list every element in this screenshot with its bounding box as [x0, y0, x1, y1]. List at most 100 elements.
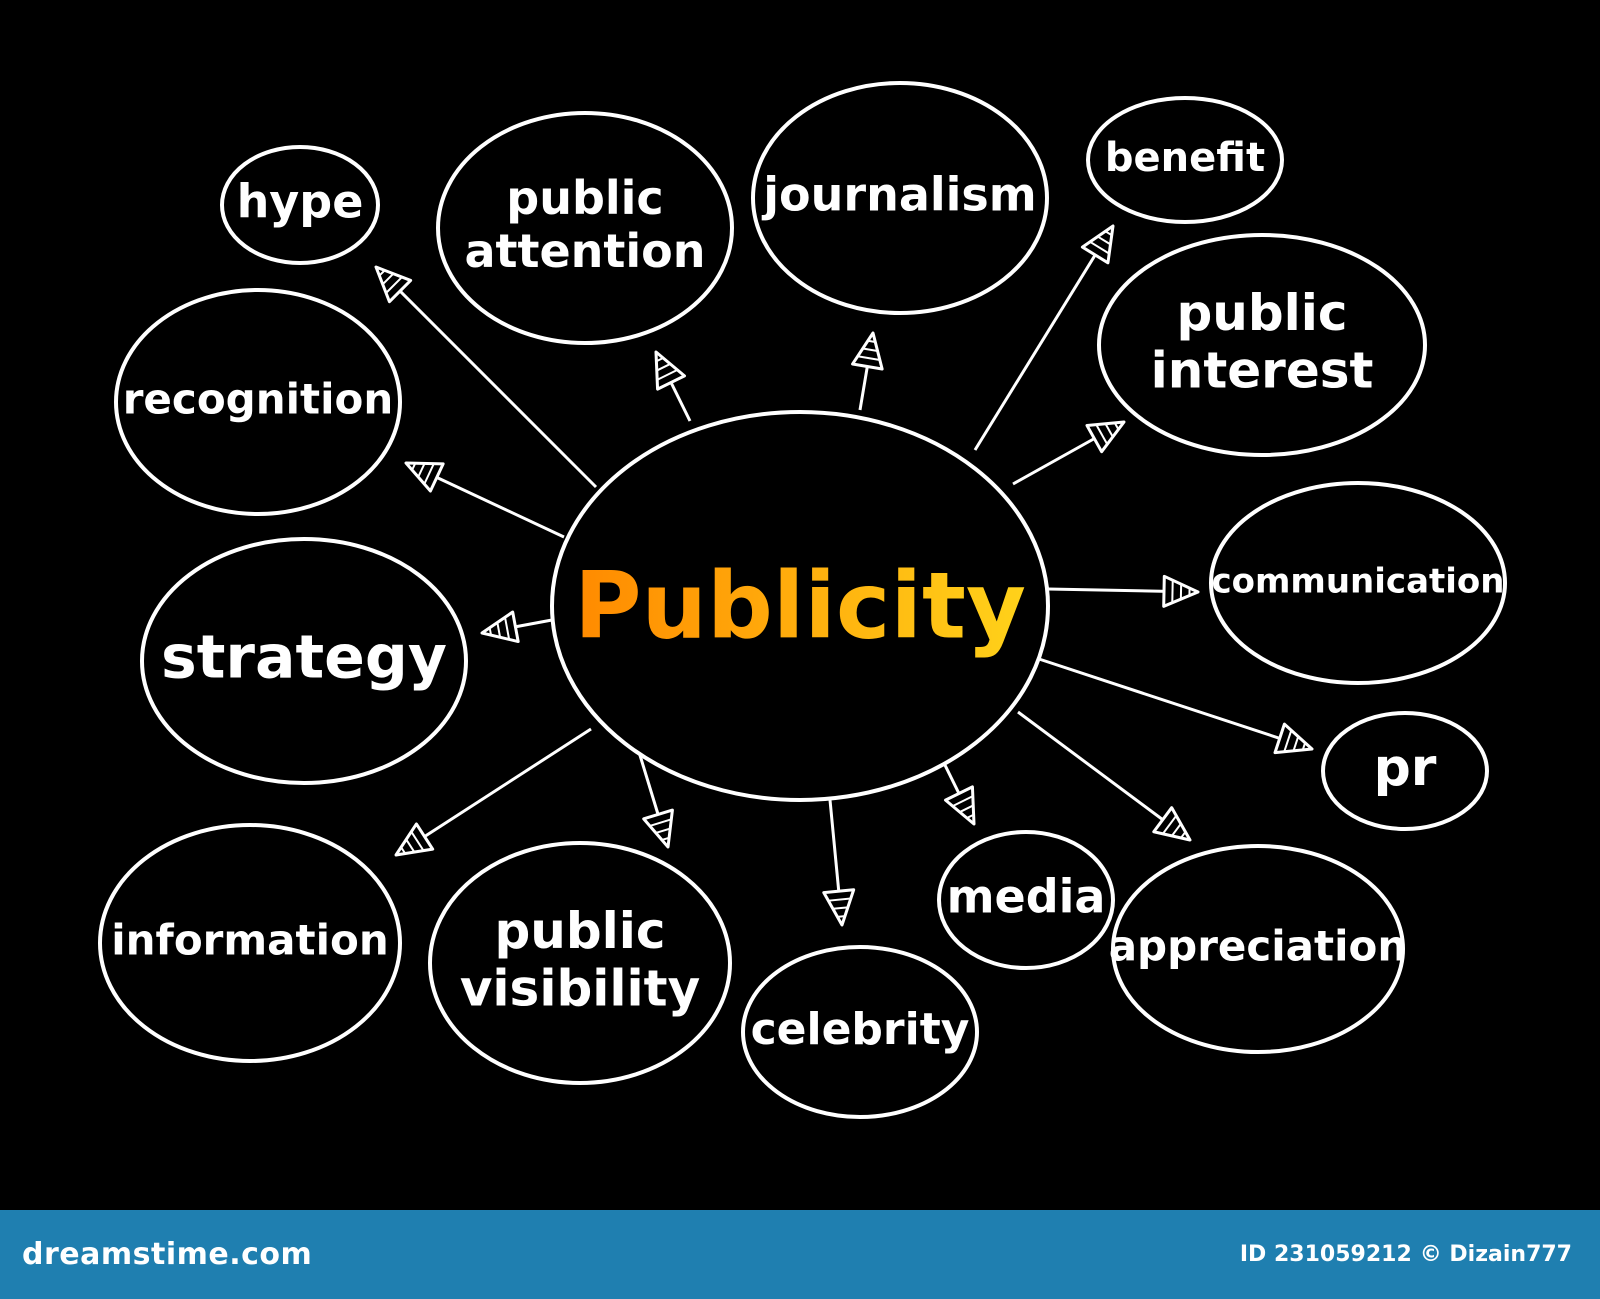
arrowhead-hatch [423, 463, 435, 485]
arrowhead-hatch [417, 462, 426, 478]
node-ellipse-strategy [140, 537, 468, 785]
node-ellipse-communication [1209, 481, 1507, 685]
node-label-recognition-line-0: recognition [123, 375, 394, 424]
node-label-media-line-0: media [947, 870, 1106, 924]
arrowhead-hatch [1095, 424, 1109, 445]
node-ellipse-information [98, 823, 402, 1063]
node-ellipse-public-attention [436, 111, 734, 345]
connector-information [395, 727, 592, 857]
arrowhead-hatch [405, 838, 416, 853]
node-label-appreciation-line-0: appreciation [1109, 922, 1408, 971]
arrowhead-public-attention [654, 350, 686, 391]
node-information: information [98, 823, 402, 1063]
arrowhead-recognition [404, 461, 445, 493]
node-ellipse-journalism [751, 81, 1049, 315]
arrowhead-hatch [1104, 230, 1113, 237]
node-strategy: strategy [140, 537, 468, 785]
arrowhead-hatch [385, 276, 403, 294]
footer-bar: dreamstime.com ID 231059212 © Dizain777 [0, 1210, 1600, 1299]
arrowhead-hatch [1180, 831, 1187, 839]
arrowhead-hatch [656, 369, 678, 381]
node-label-public-visibility-line-0: public [494, 902, 665, 960]
arrowhead-benefit [1080, 224, 1115, 265]
arrowhead-media [944, 785, 976, 826]
node-journalism: journalism [751, 81, 1049, 315]
arrowhead-hatch [959, 804, 974, 813]
node-label-public-interest-line-0: public [1176, 284, 1347, 342]
node-ellipse-hype [220, 145, 380, 265]
node-label-strategy-line-0: strategy [161, 623, 447, 693]
node-ellipse-celebrity [741, 945, 979, 1119]
center-ellipse [550, 410, 1050, 802]
center-node: Publicity [550, 410, 1050, 802]
arrowhead-hatch [655, 827, 671, 834]
arrowhead-hatch [832, 906, 848, 910]
arrowhead-hatch [504, 617, 511, 640]
connector-appreciation [1017, 710, 1191, 842]
arrowhead-hatch [1097, 235, 1111, 246]
node-label-information-line-0: information [111, 916, 388, 965]
arrowhead-hatch [1292, 736, 1300, 752]
connector-benefit [973, 225, 1115, 451]
node-appreciation: appreciation [1109, 844, 1408, 1054]
arrowhead-journalism [851, 331, 884, 371]
footer-logo: dreamstime.com [22, 1237, 313, 1272]
arrowhead-hatch [488, 627, 493, 636]
node-ellipse-appreciation [1111, 844, 1405, 1054]
arrowhead-hatch [400, 846, 407, 855]
connector-hype [374, 265, 598, 489]
node-communication: communication [1209, 481, 1507, 685]
node-label-public-attention-line-0: public [506, 171, 663, 225]
arrowhead-hatch [1113, 422, 1120, 430]
arrowhead-hatch [411, 462, 417, 471]
arrowhead-hatch [1171, 823, 1182, 837]
node-ellipse-recognition [114, 288, 402, 516]
arrowhead-hatch [1301, 742, 1307, 751]
node-label-celebrity-line-0: celebrity [751, 1004, 970, 1055]
arrowhead-hatch [382, 273, 395, 286]
arrowhead-hatch [862, 347, 878, 352]
node-label-communication-line-0: communication [1211, 562, 1504, 602]
node-recognition: recognition [114, 288, 402, 516]
node-hype: hype [220, 145, 380, 265]
arrowhead-hatch [410, 831, 425, 852]
footer-credit: ID 231059212 © Dizain777 [1240, 1242, 1572, 1267]
arrowhead-hatch [837, 915, 846, 918]
arrowhead-public-interest [1085, 420, 1126, 454]
node-label-public-visibility-line-1: visibility [460, 959, 700, 1017]
node-label-benefit-line-0: benefit [1105, 135, 1265, 181]
arrowhead-hatch [952, 795, 974, 807]
node-label-public-interest-line-1: interest [1151, 341, 1374, 399]
footer-id: ID 231059212 [1239, 1242, 1412, 1267]
arrowhead-hatch [378, 269, 386, 277]
footer-copyright: © Dizain777 [1419, 1242, 1572, 1267]
node-pr: pr [1321, 711, 1489, 831]
arrowhead-hatch [1162, 815, 1178, 835]
arrowhead-hatch [1283, 730, 1293, 753]
connector-pr [1035, 656, 1313, 751]
arrowhead-hatch [1089, 240, 1110, 255]
node-ellipse-benefit [1086, 96, 1284, 224]
connectors-group [374, 224, 1314, 927]
node-label-journalism-line-0: journalism [761, 168, 1036, 222]
arrowhead-hatch [828, 897, 851, 902]
arrowhead-hatch [649, 818, 672, 827]
arrowhead-hatch [496, 622, 502, 638]
node-ellipse-public-interest [1097, 233, 1427, 457]
node-label-hype-line-0: hype [237, 175, 364, 229]
arrowhead-hatch [661, 836, 670, 841]
arrowhead-hatch [867, 339, 876, 343]
center-label: Publicity [574, 552, 1026, 659]
node-ellipse-pr [1321, 711, 1489, 831]
node-label-public-attention-line-1: attention [464, 224, 705, 278]
arrowhead-hatch [655, 357, 664, 363]
node-label-pr-line-0: pr [1374, 738, 1437, 798]
arrowhead-hatch [1104, 423, 1114, 438]
node-ellipse-media [937, 830, 1115, 970]
